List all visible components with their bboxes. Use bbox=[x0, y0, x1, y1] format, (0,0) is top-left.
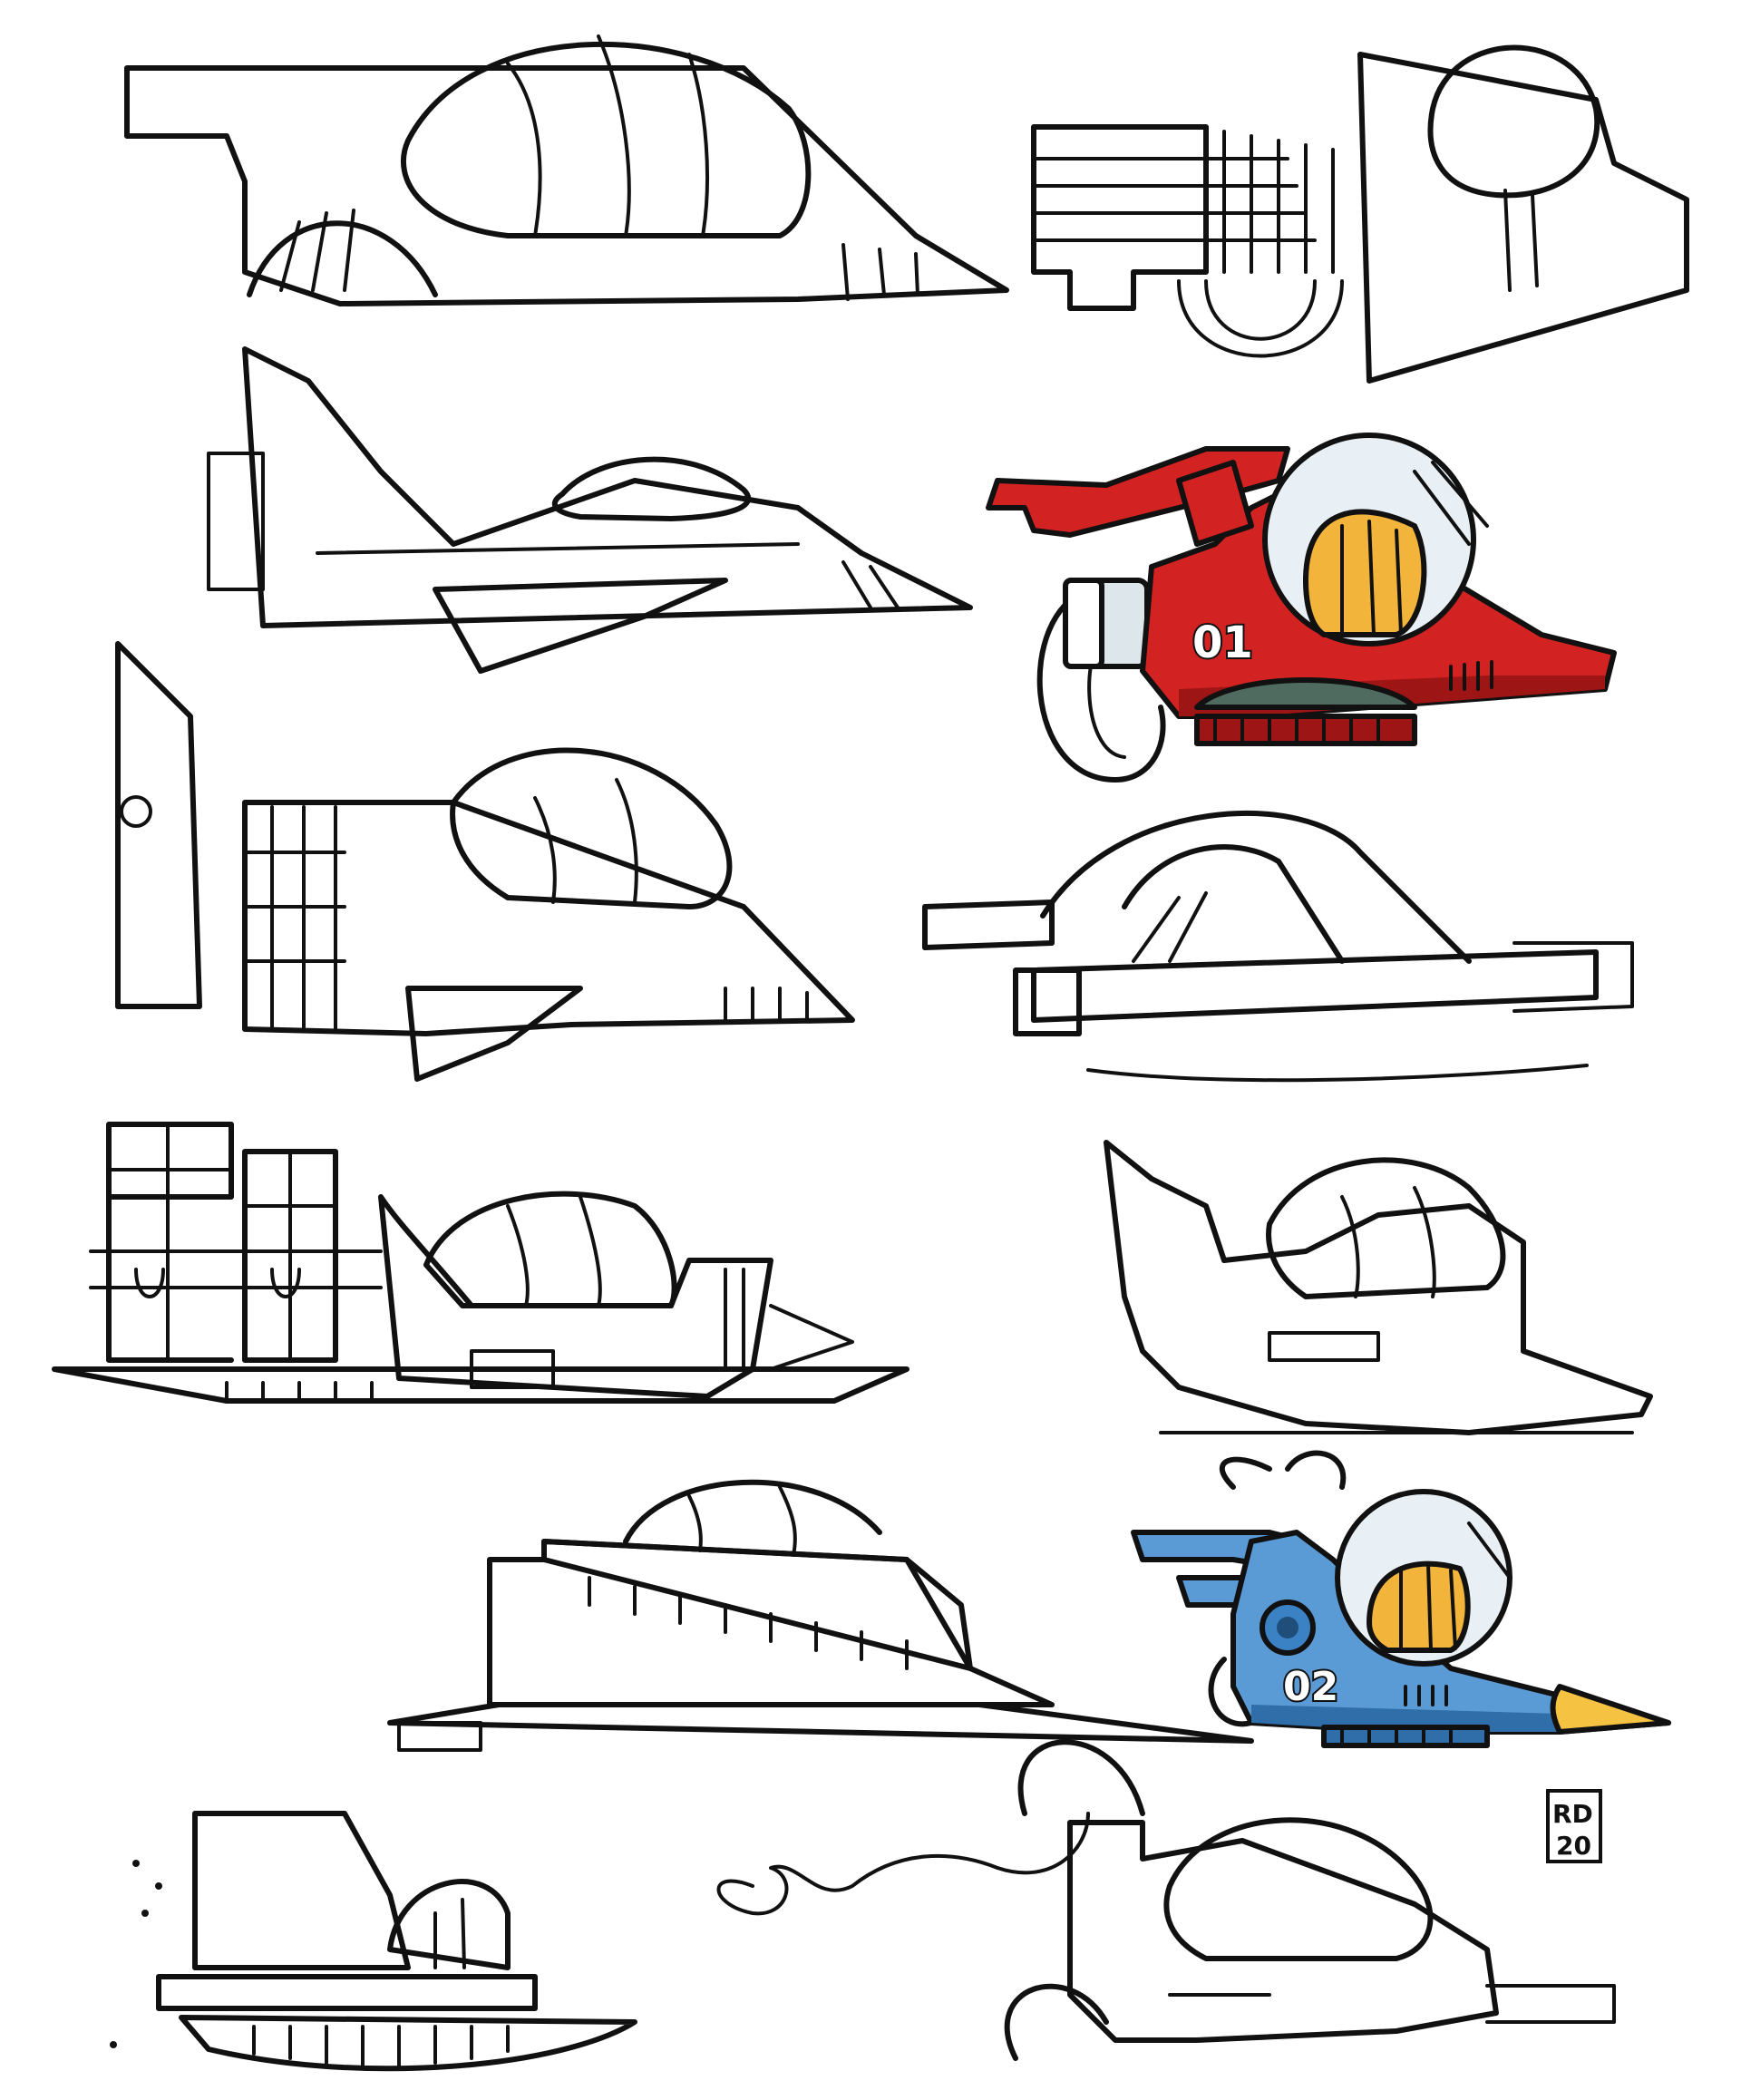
sketch-ship-3 bbox=[207, 346, 973, 674]
sketch-ship-1 bbox=[124, 34, 1009, 306]
sketch-ship-10 bbox=[716, 1739, 1616, 2061]
sketch-ship-7 bbox=[1104, 1140, 1653, 1435]
blue-ship-label: 02 bbox=[1283, 1664, 1338, 1710]
signature-year: 20 bbox=[1556, 1831, 1591, 1861]
signature-initials: RD bbox=[1552, 1799, 1593, 1829]
sketch-ship-8 bbox=[387, 1479, 1254, 1752]
red-ship-label: 01 bbox=[1192, 617, 1253, 668]
blue-ship-02: 02 bbox=[1131, 1450, 1671, 1748]
sketch-ship-9 bbox=[110, 1811, 637, 2072]
sketch-ship-4 bbox=[115, 641, 855, 1082]
sketch-ship-2 bbox=[1031, 44, 1689, 384]
red-ship-01: 01 bbox=[986, 433, 1617, 783]
sketch-ship-6 bbox=[52, 1122, 909, 1404]
sketch-ship-5 bbox=[922, 810, 1634, 1083]
artist-signature: RD 20 bbox=[1546, 1789, 1602, 1863]
